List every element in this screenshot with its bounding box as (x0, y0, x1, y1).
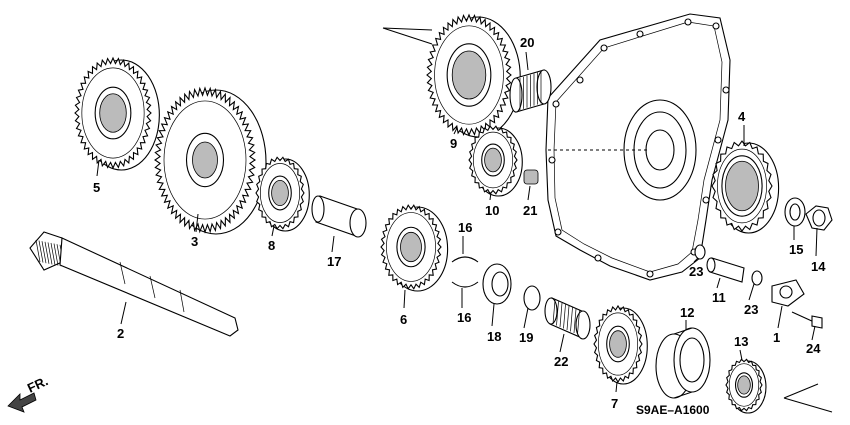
callout-c12: 12 (680, 305, 694, 320)
needle-bearing-20 (509, 69, 552, 113)
callout-c4: 4 (738, 109, 746, 124)
callout-c5: 5 (93, 180, 100, 195)
leader-line-c22 (559, 333, 565, 353)
leader-line-c21 (527, 185, 531, 201)
case-gasket (545, 13, 731, 281)
callout-c15: 15 (789, 242, 803, 257)
leader-line-c19 (523, 307, 529, 329)
synchro-sleeve (655, 327, 711, 399)
callout-c6: 6 (400, 312, 407, 327)
leader-line-c5 (96, 159, 100, 177)
callout-c22: 22 (554, 354, 568, 369)
idler-shaft (706, 257, 745, 283)
callout-c16a: 16 (458, 220, 472, 235)
snap-ring-19 (523, 285, 541, 311)
callout-c9: 9 (450, 136, 457, 151)
callout-c20: 20 (520, 35, 534, 50)
callout-c14: 14 (811, 259, 826, 274)
gear-7 (593, 304, 648, 385)
needle-bearing-22 (544, 297, 591, 340)
leader-line-c10 (489, 191, 492, 201)
leader-line-c18 (491, 303, 495, 327)
callout-c21: 21 (523, 203, 537, 218)
lock-nut (805, 205, 833, 231)
callout-c7: 7 (611, 396, 618, 411)
leader-line-c14 (815, 227, 818, 257)
gear-13 (725, 358, 767, 414)
callout-c19: 19 (519, 330, 533, 345)
bearing-21 (523, 169, 539, 185)
leader-line-c23b (748, 283, 755, 301)
callout-c2: 2 (117, 326, 124, 341)
gear-8 (255, 156, 310, 232)
diagram-code: S9AE–A1600 (636, 403, 710, 417)
leader-line-c9 (453, 127, 458, 135)
leader-line-c13 (739, 349, 743, 361)
leader-line-c3 (195, 213, 199, 233)
gear-5 (74, 56, 160, 171)
leader-line-c8 (271, 225, 275, 237)
gear-9 (426, 13, 521, 138)
callout-c16b: 16 (457, 310, 471, 325)
shaft-holder (771, 279, 805, 307)
flange-bolt (791, 311, 823, 329)
callout-c23b: 23 (744, 302, 758, 317)
leader-line-c7 (615, 381, 618, 393)
leader-line-c1 (777, 305, 783, 329)
gear-10 (468, 125, 523, 197)
leader-line-c24 (811, 325, 816, 341)
callout-c1: 1 (773, 330, 780, 345)
washers (694, 197, 806, 286)
distance-collar (311, 195, 367, 238)
gear-4 (711, 140, 780, 234)
callout-c11: 11 (712, 290, 726, 305)
callout-c17: 17 (327, 254, 341, 269)
snap-rings (451, 256, 479, 288)
gear-3 (154, 86, 267, 235)
bearing (482, 263, 512, 305)
leader-line-c23a (693, 257, 699, 263)
main-shaft (29, 231, 239, 337)
front-direction-arrow: FR. (7, 373, 50, 413)
callout-c13: 13 (734, 334, 748, 349)
leader-line-c20 (525, 51, 529, 71)
callout-c8: 8 (268, 238, 275, 253)
gear-6 (380, 204, 449, 292)
callout-c18: 18 (487, 329, 501, 344)
callout-c24: 24 (806, 341, 821, 356)
front-label: FR. (25, 373, 50, 395)
callout-c3: 3 (191, 234, 198, 249)
callout-c10: 10 (485, 203, 499, 218)
callout-c23a: 23 (689, 264, 703, 279)
leader-line-c6 (403, 289, 406, 309)
leader-line-c17 (331, 235, 335, 253)
leader-line-c2 (120, 301, 127, 325)
leader-line-c11 (716, 277, 721, 289)
